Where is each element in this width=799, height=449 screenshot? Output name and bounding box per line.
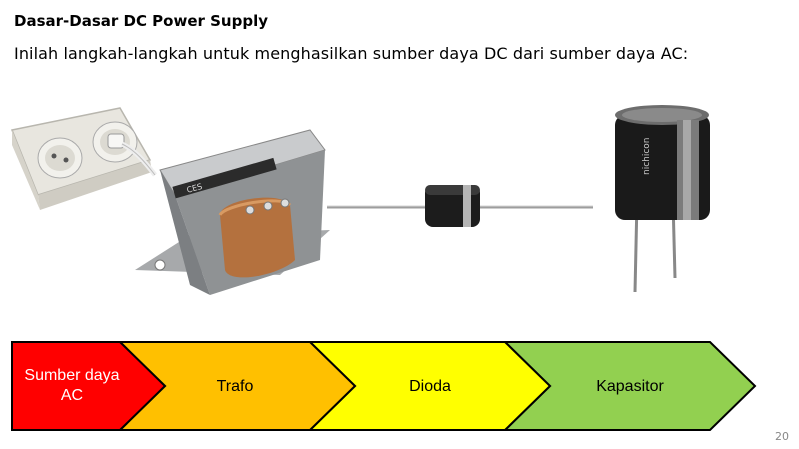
wall-socket-icon bbox=[10, 107, 157, 210]
step-label-kapasitor: Kapasitor bbox=[596, 378, 664, 395]
transformer-icon: CES bbox=[135, 129, 330, 295]
page-number: 20 bbox=[775, 430, 789, 443]
svg-text:nichicon: nichicon bbox=[642, 137, 652, 175]
step-label-trafo: Trafo bbox=[216, 378, 254, 395]
process-flow bbox=[10, 340, 760, 432]
slide-subtitle: Inilah langkah-langkah untuk menghasilka… bbox=[14, 44, 689, 63]
step-label-ac: Sumber daya AC bbox=[24, 367, 120, 404]
diode-icon bbox=[327, 185, 593, 227]
slide-title: Dasar-Dasar DC Power Supply bbox=[14, 12, 268, 30]
step-shape-ac bbox=[11, 341, 167, 431]
capacitor-icon: nichicon bbox=[615, 105, 710, 293]
process-flow-shapes bbox=[11, 341, 757, 431]
step-label-dioda: Dioda bbox=[409, 378, 451, 395]
svg-text:CES: CES bbox=[186, 182, 204, 195]
